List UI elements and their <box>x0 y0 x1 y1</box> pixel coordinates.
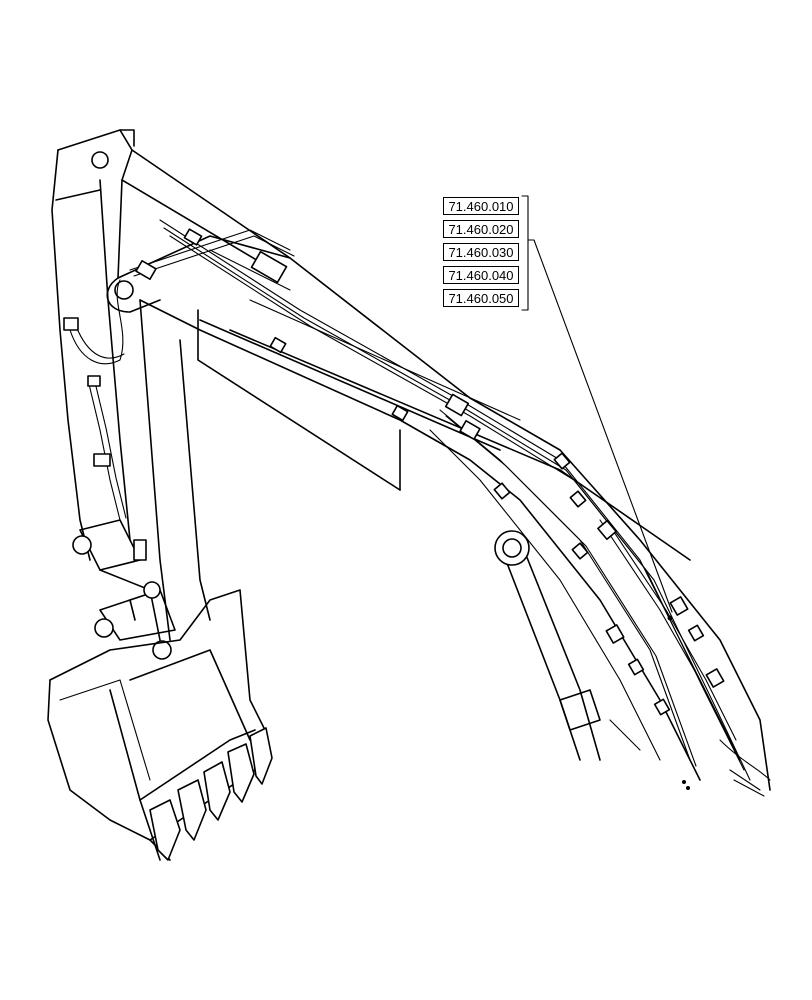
bucket <box>47 589 273 861</box>
callout-label-1[interactable]: 71.460.010 <box>443 197 519 215</box>
boom-cylinder <box>494 530 641 761</box>
callout-label-3[interactable]: 71.460.030 <box>443 243 519 261</box>
callout-label-2[interactable]: 71.460.020 <box>443 220 519 238</box>
stick <box>51 129 291 641</box>
callout-label-5[interactable]: 71.460.050 <box>443 289 519 307</box>
callout-leader <box>521 195 673 613</box>
boom <box>106 235 771 791</box>
hose-clamps <box>63 228 725 790</box>
bucket-linkage <box>72 519 176 660</box>
callout-label-4[interactable]: 71.460.040 <box>443 266 519 284</box>
